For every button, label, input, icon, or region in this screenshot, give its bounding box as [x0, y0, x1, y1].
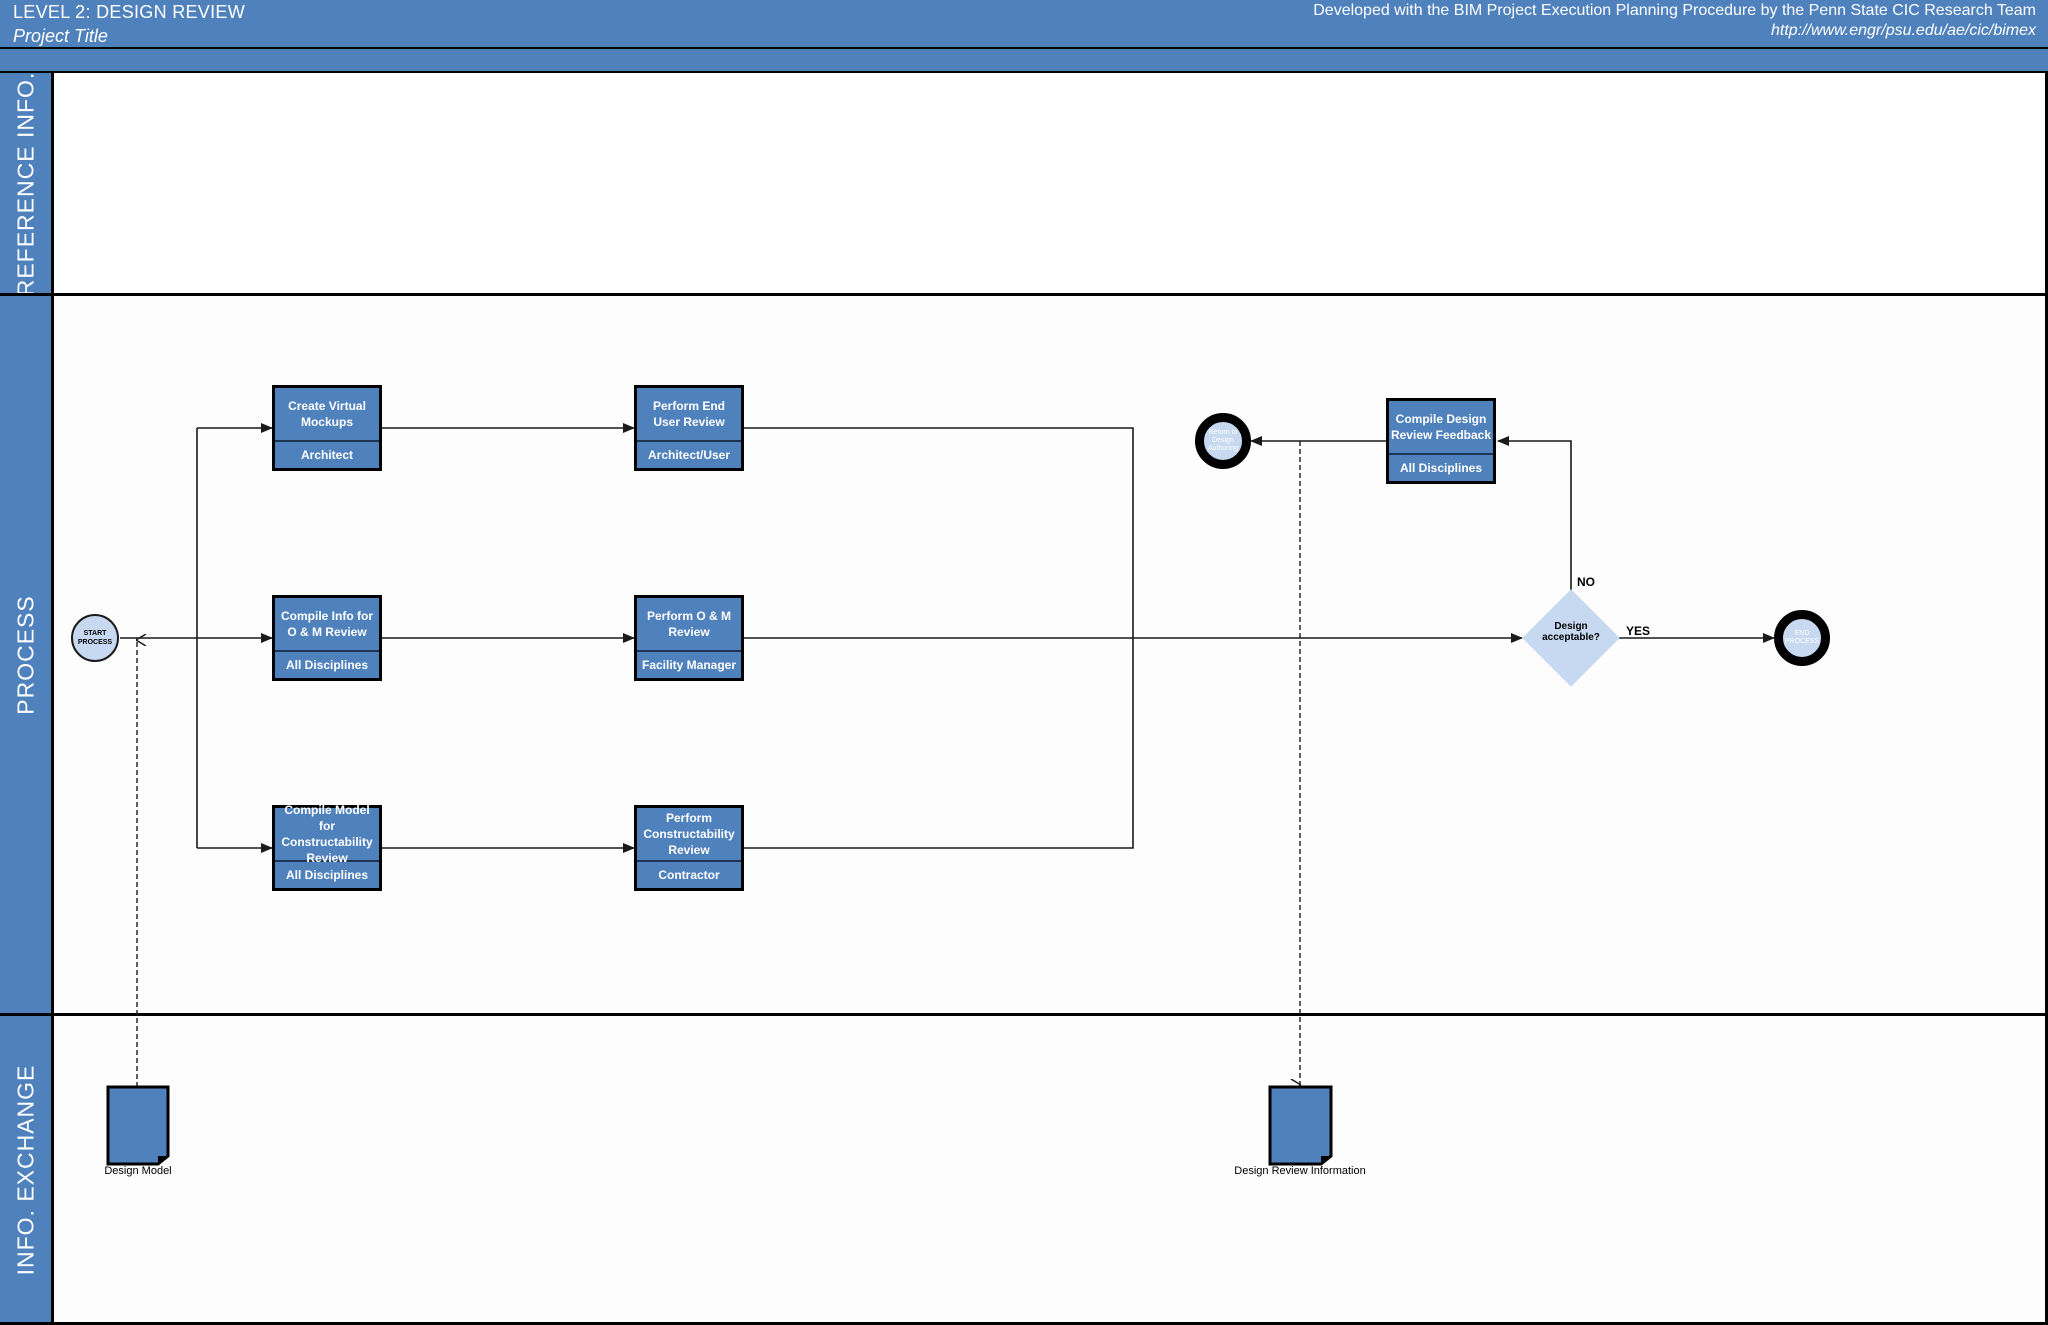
lane-divider — [0, 1013, 2048, 1016]
lane-process — [54, 295, 2048, 1015]
decision-diamond — [1522, 589, 1620, 687]
lane-label-process: PROCESS — [0, 295, 54, 1015]
lane-reference — [54, 73, 2048, 295]
lane-label-exchange: INFO. EXCHANGE — [0, 1015, 54, 1325]
no-label: NO — [1577, 575, 1595, 589]
task-title: Perform O & M Review — [637, 598, 741, 652]
document-label: Design Model — [104, 1165, 172, 1177]
diagram-title: LEVEL 2: DESIGN REVIEW — [13, 2, 246, 22]
document-design-review-information — [1268, 1085, 1333, 1166]
task-compile-design-review-feedback: Compile Design Review Feedback All Disci… — [1386, 398, 1496, 484]
project-title: Project Title — [13, 26, 108, 46]
credit-url: http://www.engr/psu.edu/ae/cic/bimex — [1770, 22, 2036, 39]
task-title: Compile Model for Constructability Revie… — [275, 803, 379, 865]
start-event: START PROCESS — [71, 614, 119, 662]
task-title: Create Virtual Mockups — [275, 388, 379, 442]
task-title: Perform End User Review — [637, 388, 741, 442]
diagram-header: LEVEL 2: DESIGN REVIEW Project Title Dev… — [0, 0, 2048, 49]
task-role: All Disciplines — [285, 868, 369, 882]
task-perform-constructability-review: Perform Constructability Review Contract… — [634, 805, 744, 891]
credit-text: Developed with the BIM Project Execution… — [1313, 2, 2036, 19]
header-band — [0, 49, 2048, 73]
task-create-virtual-mockups: Create Virtual Mockups Architect — [272, 385, 382, 471]
task-title: Compile Info for O & M Review — [275, 598, 379, 652]
flow-no-to-feedback — [1497, 436, 1572, 590]
task-role: Contractor — [658, 868, 720, 882]
end-event: END PROCESS — [1774, 610, 1830, 666]
return-event: Return to Design Authoring — [1195, 413, 1251, 469]
task-perform-end-user-review: Perform End User Review Architect/User — [634, 385, 744, 471]
document-design-model — [106, 1085, 170, 1166]
task-compile-constructability-model: Compile Model for Constructability Revie… — [272, 803, 382, 891]
task-role: All Disciplines — [285, 658, 369, 672]
lane-divider — [0, 293, 2048, 296]
task-title: Perform Constructability Review — [637, 808, 741, 862]
yes-label: YES — [1626, 624, 1651, 638]
task-role: Architect/User — [647, 448, 731, 462]
lane-exchange — [54, 1015, 2048, 1325]
lane-label-reference: REFERENCE INFO. — [0, 72, 54, 296]
task-role: Architect — [300, 448, 353, 462]
task-role: All Disciplines — [1399, 461, 1483, 475]
task-perform-om-review: Perform O & M Review Facility Manager — [634, 595, 744, 681]
document-label: Design Review Information — [1234, 1165, 1366, 1177]
decision-label: Design acceptable? — [1542, 621, 1600, 643]
task-title: Compile Design Review Feedback — [1389, 401, 1493, 455]
lane-divider — [0, 1322, 2048, 1325]
task-compile-om-info: Compile Info for O & M Review All Discip… — [272, 595, 382, 681]
task-role: Facility Manager — [641, 658, 737, 672]
